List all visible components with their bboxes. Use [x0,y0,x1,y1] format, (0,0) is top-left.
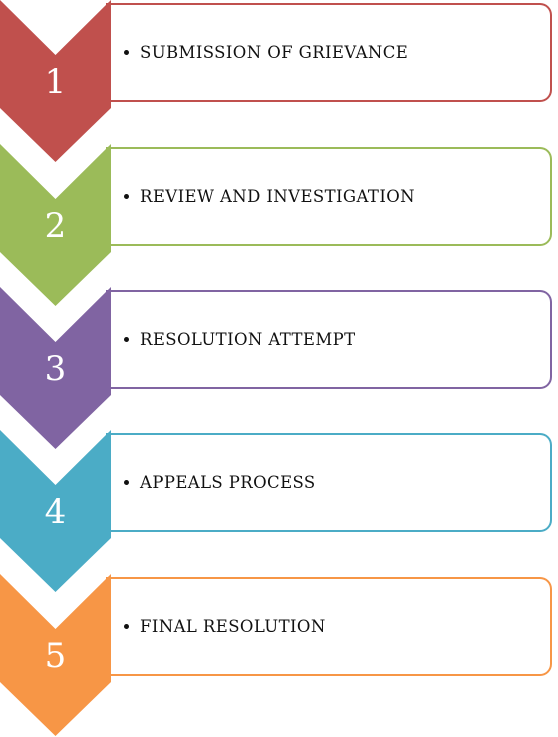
chevron-down-icon [0,574,111,736]
step-card: RESOLUTION ATTEMPT [106,290,552,389]
step-card: SUBMISSION OF GRIEVANCE [106,3,552,102]
step-bullet-list: SUBMISSION OF GRIEVANCE [106,43,408,62]
bullet-icon [124,337,129,342]
chevron-down-icon [0,287,111,449]
step-1: SUBMISSION OF GRIEVANCE 1 [0,0,558,162]
step-5: FINAL RESOLUTION 5 [0,574,558,736]
step-card: REVIEW AND INVESTIGATION [106,147,552,246]
step-bullet-item: REVIEW AND INVESTIGATION [124,187,416,206]
step-bullet-list: FINAL RESOLUTION [106,617,326,636]
step-label: SUBMISSION OF GRIEVANCE [140,43,409,62]
chevron-down-icon [0,430,111,592]
step-number: 5 [44,636,67,676]
step-4: APPEALS PROCESS 4 [0,430,558,592]
step-bullet-item: APPEALS PROCESS [124,473,316,492]
bullet-icon [124,480,129,485]
step-number: 1 [44,62,67,102]
step-label: RESOLUTION ATTEMPT [140,330,356,349]
step-number: 3 [44,349,67,389]
bullet-icon [124,50,129,55]
step-number: 4 [44,492,67,532]
step-card: FINAL RESOLUTION [106,577,552,676]
step-bullet-item: FINAL RESOLUTION [124,617,326,636]
bullet-icon [124,194,129,199]
step-label: REVIEW AND INVESTIGATION [140,187,416,206]
step-3: RESOLUTION ATTEMPT 3 [0,287,558,449]
chevron-down-icon [0,144,111,306]
step-card: APPEALS PROCESS [106,433,552,532]
step-bullet-item: SUBMISSION OF GRIEVANCE [124,43,409,62]
step-label: FINAL RESOLUTION [140,617,326,636]
step-2: REVIEW AND INVESTIGATION 2 [0,144,558,306]
step-bullet-item: RESOLUTION ATTEMPT [124,330,356,349]
step-label: APPEALS PROCESS [140,473,316,492]
chevron-down-icon [0,0,111,162]
step-bullet-list: REVIEW AND INVESTIGATION [106,187,415,206]
bullet-icon [124,624,129,629]
step-number: 2 [44,206,67,246]
step-bullet-list: APPEALS PROCESS [106,473,316,492]
step-bullet-list: RESOLUTION ATTEMPT [106,330,356,349]
